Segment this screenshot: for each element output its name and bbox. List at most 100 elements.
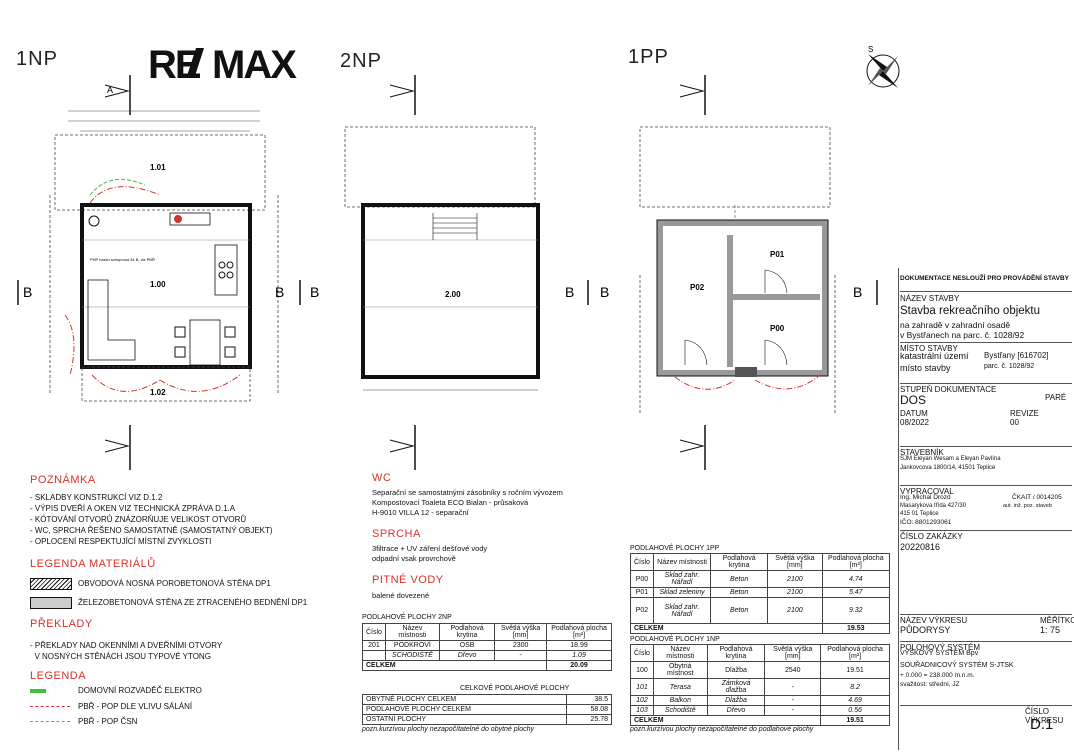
table-row: 201 PODKROVÍ OSB 2300 18.99	[362, 640, 612, 651]
floor-plan-1np: A 1.01 PHP hasicí schopnost 34 B, viz PB…	[17, 75, 301, 470]
misto-value: parc. č. 1028/92	[984, 363, 1035, 370]
th: Název místnosti	[652, 553, 712, 571]
table-2np: Číslo Název místnosti Podlahová krytina …	[361, 623, 612, 671]
vypracoval-label: VYPRACOVAL	[900, 487, 954, 496]
divider	[900, 446, 1072, 447]
cell: 103	[630, 705, 654, 716]
stavebnik-line1: SJM Eleyan Wesam a Eleyan Pavlína	[900, 456, 1001, 462]
nazev-line1: Stavba rekreačního objektu	[900, 305, 1041, 317]
room-label-p01: P01	[770, 250, 785, 259]
ku-label: katastrální území	[900, 351, 969, 361]
vykres-label: NÁZEV VÝKRESU	[900, 616, 968, 625]
souradnicovy-system: SOUŘADNICOVÝ SYSTÉM S-JTSK	[900, 662, 1014, 669]
floor-plan-1pp: P02 P01 P00 B B	[600, 75, 878, 470]
misto-value-label: místo stavby	[900, 363, 951, 373]
cell: CELKEM	[361, 660, 548, 671]
table-total-row: CELKEM 20.09	[361, 660, 612, 671]
cell: 4.74	[821, 570, 891, 588]
poznamka-item: - VÝPIS DVEŘÍ A OKEN VIZ TECHNICKÁ ZPRÁV…	[30, 504, 236, 513]
poznamka-item: - SKLADBY KONSTRUKCÍ VIZ D.1.2	[30, 493, 163, 502]
preklady-list: - PŘEKLADY NAD OKENNÍMI A DVEŘNÍMI OTVOR…	[30, 640, 222, 662]
table-row: SCHODIŠTĚ Dřevo - 1.09	[362, 650, 612, 661]
divider	[900, 705, 1072, 706]
cell: OBYTNÉ PLOCHY CELKEM	[361, 694, 568, 705]
table-row: 101 Terasa Zámková dlažba - 8.2	[630, 678, 890, 696]
divider	[900, 291, 1072, 292]
cell: Terasa	[652, 678, 708, 696]
section-a-top: A	[107, 85, 113, 95]
disclaimer: DOKUMENTACE NESLOUŽÍ PRO PROVÁDĚNÍ STAVB…	[900, 275, 1070, 282]
preklady-item: - PŘEKLADY NAD OKENNÍMI A DVEŘNÍMI OTVOR…	[30, 641, 223, 650]
section-b-left-1np: B	[23, 284, 32, 300]
pbr-green-line	[30, 721, 70, 722]
th: Světlá výška [mm]	[494, 623, 548, 641]
table-1np-title: PODLAHOVÉ PLOCHY 1NP	[630, 636, 720, 643]
hatch-swatch	[30, 578, 72, 590]
ckait-obor: aut. inž. poz. staveb	[1003, 503, 1052, 509]
table-row: P01 Sklad zeleniny Beton 2100 5.47	[630, 587, 891, 598]
cell: 2100	[767, 597, 823, 624]
table-2np-title: PODLAHOVÉ PLOCHY 2NP	[362, 614, 452, 621]
ckait: ČKAIT / 0014205	[1012, 494, 1062, 501]
cell: -	[494, 650, 548, 661]
meritko-value: 1: 75	[1040, 625, 1061, 635]
vyska: + 0.000 = 238.000 m.n.m.	[900, 672, 975, 679]
poznamka-item: - OPLOCENÍ RESPEKTUJÍCÍ MÍSTNÍ ZVYKLOSTI	[30, 537, 212, 546]
pitne-vody-title: PITNÉ VODY	[372, 574, 444, 586]
stupen-value: DOS	[900, 393, 927, 407]
cell: OSTATNÍ PLOCHY	[361, 714, 568, 725]
pitne-vody-item: balené dovezené	[372, 591, 430, 600]
revize-value: 00	[1010, 418, 1019, 427]
section-b-right-1pp: B	[853, 284, 862, 300]
table-1np: Číslo Název místnosti Podlahová krytina …	[629, 644, 890, 726]
legenda-title: LEGENDA	[30, 670, 87, 682]
floor-label-1np: 1NP	[16, 48, 58, 70]
vyskovy-system: VÝŠKOVÝ SYSTÉM Bpv	[900, 650, 979, 657]
table-row: 102 Balkon Dlažba - 4.69	[630, 695, 890, 706]
poznamka-list: - SKLADBY KONSTRUKCÍ VIZ D.1.2 - VÝPIS D…	[30, 492, 273, 547]
cell: 8.2	[820, 678, 890, 696]
stavebnik-line2: Jankovcova 1800/14, 41501 Teplice	[900, 465, 996, 471]
wc-list: Separační se samostatnými zásobníky s ro…	[372, 488, 563, 518]
cell: Zámková dlažba	[706, 678, 766, 696]
cell: PODKROVÍ	[384, 640, 440, 651]
cislo-zakazky: 20220816	[900, 542, 941, 552]
divider	[900, 383, 1072, 384]
table-1pp-title: PODLAHOVÉ PLOCHY 1PP	[630, 545, 720, 552]
cell: Balkon	[652, 695, 708, 706]
section-b-right-2np: B	[565, 284, 574, 300]
cell: P00	[630, 570, 654, 588]
th: Světlá výška [mm]	[764, 644, 822, 662]
floor-plan-2np: 2.00 B B	[310, 75, 589, 470]
floor-label-2np: 2NP	[340, 50, 382, 72]
cell: Obytná místnost	[652, 661, 708, 679]
cell: -	[764, 705, 822, 716]
php-note: PHP hasicí schopnost 34 B, viz PBŘ	[90, 257, 155, 262]
th: Světlá výška [mm]	[767, 553, 823, 571]
cell: 19.51	[820, 715, 890, 726]
cell: 18.99	[546, 640, 612, 651]
cell: 58.08	[566, 704, 612, 715]
section-b-left-2np: B	[310, 284, 319, 300]
th: Podlahová plocha [m²]	[820, 644, 890, 662]
th: Podlahová krytina	[438, 623, 496, 641]
poznamka-item: - WC, SPRCHA ŘEŠENO SAMOSTATNĚ (SAMOSTAT…	[30, 526, 273, 535]
vypracoval-line2: Masarykova třída 427/30	[900, 503, 967, 509]
pbr-red-line	[30, 706, 70, 707]
divider	[900, 342, 1072, 343]
table-1np-footnote: pozn.kurzívou plochy nezapočítatelné do …	[630, 726, 814, 733]
th: Název místnosti	[384, 623, 440, 641]
table-total-row: CELKEM 19.51	[629, 715, 890, 726]
cell: 4.69	[820, 695, 890, 706]
cell: -	[764, 695, 822, 706]
remax-logo-graphic: RE MAX	[148, 43, 299, 87]
cell: 19.51	[820, 661, 890, 679]
meritko-label: MĚŘÍTKO	[1040, 616, 1074, 625]
cislo-vykresu: D.1	[1030, 716, 1054, 733]
table-total-row: CELKEM 19.53	[630, 623, 891, 634]
datum-label: DATUM	[900, 409, 928, 418]
datum-value: 08/2022	[900, 418, 929, 427]
cell: 38.5	[566, 694, 612, 705]
table-total: OBYTNÉ PLOCHY CELKEM 38.5 PODLAHOVÉ PLOC…	[361, 694, 612, 725]
vypracoval-line3: 415 01 Teplice	[900, 511, 939, 517]
